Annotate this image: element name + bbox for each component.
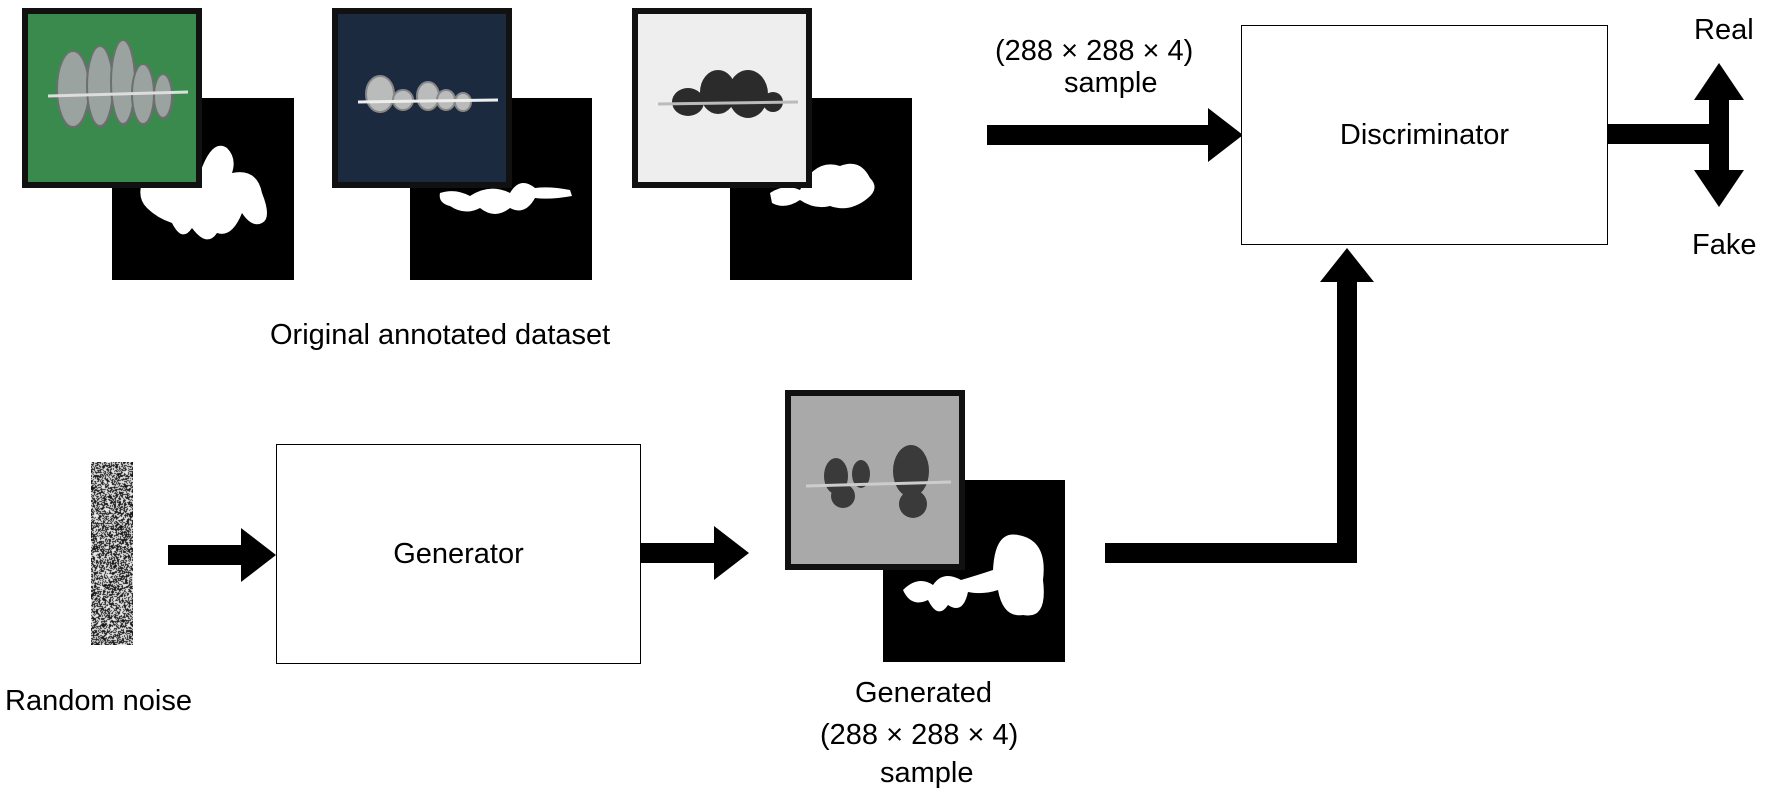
output-fake-label: Fake xyxy=(1692,229,1757,261)
discriminator-label: Discriminator xyxy=(1339,118,1510,151)
discriminator-input-label-line1: (288 × 288 × 4) xyxy=(995,35,1194,67)
random-noise-image xyxy=(91,462,133,645)
photo-image-1 xyxy=(22,8,202,188)
generator-box: Generator xyxy=(276,444,641,664)
dataset-label: Original annotated dataset xyxy=(270,319,611,351)
generated-label-line2: (288 × 288 × 4) xyxy=(820,719,1019,751)
discriminator-box: Discriminator xyxy=(1241,25,1608,245)
arrow-sample-to-discriminator xyxy=(1105,248,1374,563)
arrow-dataset-to-discriminator xyxy=(987,108,1243,162)
photo-image-3 xyxy=(632,8,812,188)
arrow-generator-to-sample xyxy=(641,526,749,580)
generated-label-line1: Generated xyxy=(855,677,993,709)
noise-label: Random noise xyxy=(5,685,192,717)
generated-label-line3: sample xyxy=(880,757,974,789)
noise-canvas xyxy=(91,462,133,645)
generator-label: Generator xyxy=(393,537,524,570)
output-real-label: Real xyxy=(1694,14,1754,46)
discriminator-input-label-line2: sample xyxy=(1064,67,1158,99)
generated-photo-image xyxy=(785,390,965,570)
arrow-noise-to-generator xyxy=(168,528,276,582)
photo-image-2 xyxy=(332,8,512,188)
arrow-discriminator-output xyxy=(1608,63,1744,207)
